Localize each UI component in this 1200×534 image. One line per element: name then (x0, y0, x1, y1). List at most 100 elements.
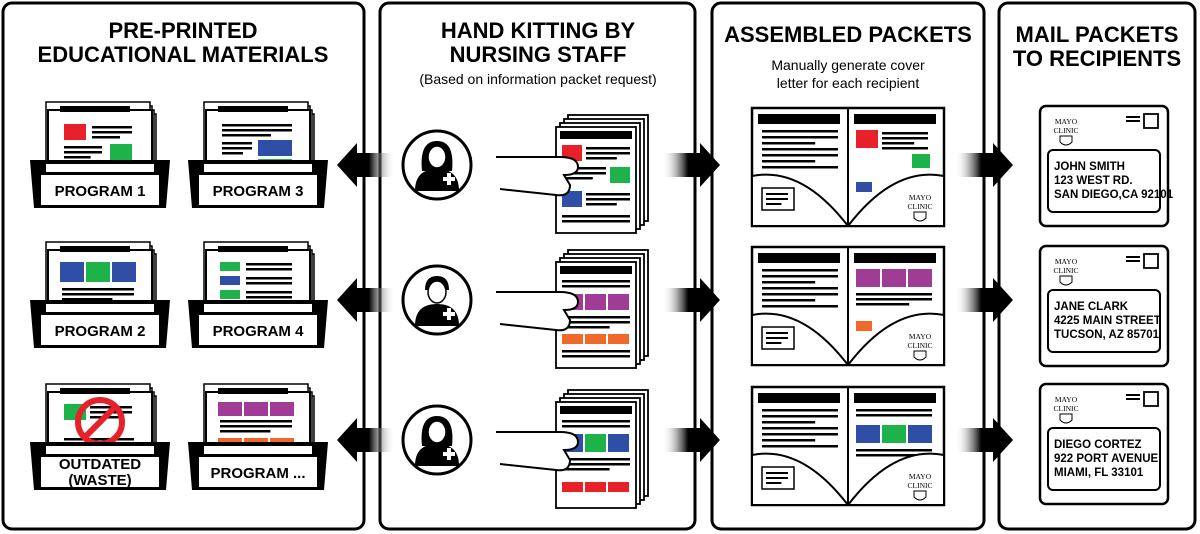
shield-icon (1059, 413, 1073, 424)
folder-logo-line1: MAYO (909, 472, 932, 481)
text-line (562, 425, 630, 428)
program-header (854, 114, 936, 124)
text-line (92, 126, 132, 129)
tray-label: PROGRAM 2 (55, 323, 146, 340)
kitting-title-line2: NURSING STAFF (450, 42, 627, 67)
text-line (762, 166, 838, 169)
text-line (92, 131, 132, 134)
text-line (856, 454, 932, 457)
text-line (762, 154, 838, 157)
purple-block (218, 402, 242, 416)
text-line (856, 409, 932, 412)
text-line (762, 160, 816, 163)
text-line (220, 425, 292, 428)
tray-program: PROGRAM 3 (188, 101, 328, 208)
address-line: JANE CLARK (1054, 301, 1129, 313)
tray-label: PROGRAM 4 (213, 323, 305, 340)
text-line (766, 472, 788, 474)
orange-block (856, 321, 872, 331)
arrow-right-icon (662, 278, 720, 322)
program-header (854, 253, 936, 263)
packet-header (560, 266, 632, 274)
text-line (882, 142, 915, 145)
stamp-line (1126, 120, 1140, 122)
red-block (856, 130, 878, 148)
list-block (220, 276, 240, 285)
cover-letter-header (758, 114, 840, 124)
text-line (766, 477, 788, 479)
text-line (766, 342, 782, 344)
green-block (912, 154, 930, 168)
tray-program: PROGRAM 4 (188, 241, 328, 348)
red-block (64, 124, 86, 140)
text-line (762, 142, 816, 145)
text-line (762, 433, 838, 436)
text-line (222, 134, 271, 137)
orange-block (562, 334, 583, 344)
text-line (562, 420, 630, 423)
text-line (64, 156, 91, 159)
envelope-logo-line1: MAYO (1055, 257, 1078, 266)
prohibited-slash (82, 404, 118, 440)
text-line (766, 203, 782, 205)
tray-paper-edge (204, 446, 312, 454)
tray-program: PROGRAM 1 (30, 101, 170, 208)
cover-letter-header (758, 253, 840, 263)
address-box (1047, 149, 1161, 213)
folder-logo-line2: CLINIC (908, 481, 933, 490)
kitting-title-line1: HAND KITTING BY (441, 18, 636, 43)
text-line (562, 172, 606, 175)
text-line (762, 281, 816, 284)
materials-title-line1: PRE-PRINTED (108, 18, 257, 43)
assembled-subtitle-line1: Manually generate cover (771, 57, 925, 73)
text-line (222, 129, 292, 132)
text-line (562, 177, 593, 180)
stamp-icon (1143, 113, 1159, 129)
text-line (64, 151, 102, 154)
text-line (762, 299, 816, 302)
purple-block (608, 294, 629, 310)
text-line (586, 147, 630, 150)
tray-program: OUTDATED(WASTE) (30, 383, 170, 490)
text-line (762, 439, 816, 442)
text-line (586, 157, 617, 160)
text-line (222, 142, 252, 145)
address-line: JOHN SMITH (1054, 161, 1125, 173)
text-line (766, 198, 788, 200)
text-line (562, 316, 630, 319)
blue-block (856, 182, 872, 192)
text-line (562, 326, 610, 329)
shield-icon (1059, 135, 1073, 146)
tray-paper-edge (46, 304, 154, 312)
tray-program: PROGRAM 2 (30, 241, 170, 348)
text-line (762, 269, 838, 272)
text-line (562, 220, 630, 223)
packet-header (560, 406, 632, 414)
green-block (585, 434, 606, 452)
text-line (762, 130, 838, 133)
packet-stack (496, 389, 649, 509)
address-line: 123 WEST RD. (1054, 175, 1133, 187)
green-block (86, 262, 110, 282)
nurse-cross (447, 308, 451, 320)
folder-logo-line2: CLINIC (908, 341, 933, 350)
address-line: 922 PORT AVENUE (1054, 453, 1158, 465)
address-line: 4225 MAIN STREET (1054, 315, 1161, 327)
shield-icon (1059, 275, 1073, 286)
page-header (218, 106, 288, 112)
address-box (1047, 427, 1161, 491)
text-line (222, 152, 243, 155)
packet-header (560, 131, 632, 139)
tray-label-plate (39, 313, 161, 347)
program-header (854, 393, 936, 403)
materials-title-line2: EDUCATIONAL MATERIALS (38, 42, 329, 67)
address-line: MIAMI, FL 33101 (1054, 467, 1144, 479)
folder-logo-line2: CLINIC (908, 202, 933, 211)
text-line (762, 409, 838, 412)
assembled-title: ASSEMBLED PACKETS (724, 22, 972, 47)
text-line (762, 427, 838, 430)
list-block (220, 290, 240, 299)
green-block (610, 167, 630, 183)
text-line (762, 445, 838, 448)
purple-block (882, 269, 906, 287)
